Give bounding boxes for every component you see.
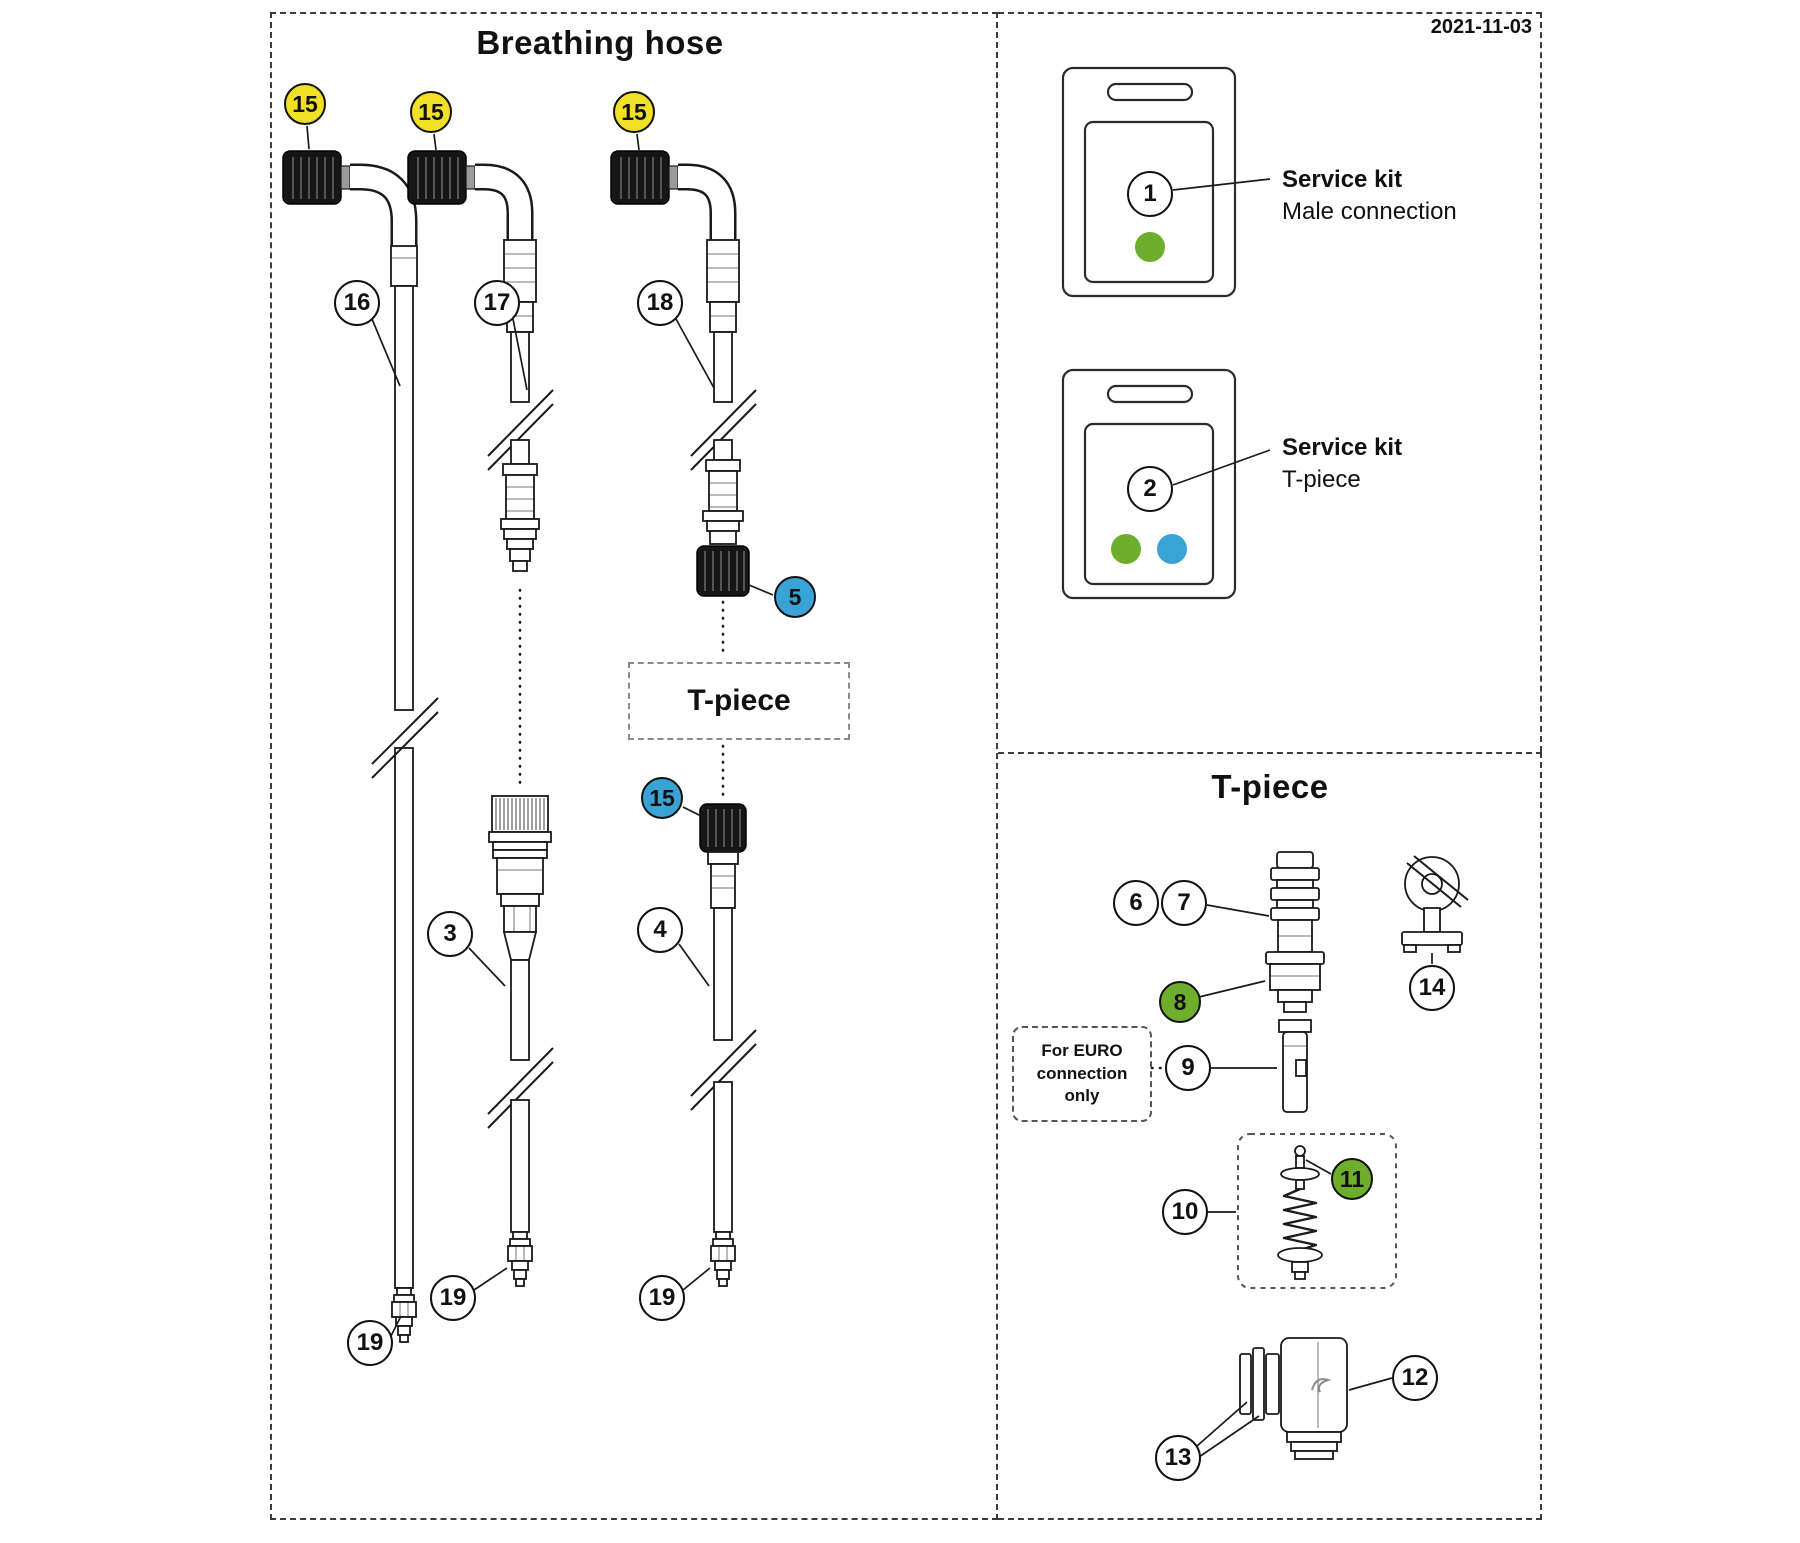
tpiece-plug-illustration bbox=[1265, 851, 1325, 1013]
service-kit2-title: Service kit bbox=[1282, 434, 1403, 461]
hose1-illustration bbox=[282, 150, 439, 1343]
callout-part4-nut: 15 bbox=[641, 777, 683, 819]
callout-tpiece-nut: 5 bbox=[774, 576, 816, 618]
service-kit-panel bbox=[998, 12, 1542, 752]
callout-part4-end: 19 bbox=[639, 1275, 685, 1321]
callout-valve: 11 bbox=[1331, 1158, 1373, 1200]
callout-hose3: 18 bbox=[637, 280, 683, 326]
tpiece-panel-title: T-piece bbox=[1211, 768, 1329, 805]
part3-illustration bbox=[487, 795, 554, 1287]
hose3-illustration bbox=[610, 150, 757, 597]
elbow-illustration bbox=[1239, 1337, 1348, 1460]
callout-kit2: 2 bbox=[1127, 466, 1173, 512]
dotted-connectors bbox=[518, 588, 1164, 1070]
callout-part3-end: 19 bbox=[430, 1275, 476, 1321]
part4-illustration bbox=[690, 803, 757, 1287]
callout-hose1-connector: 15 bbox=[284, 83, 326, 125]
callout-hose1: 16 bbox=[334, 280, 380, 326]
kit1-green-dot bbox=[1135, 232, 1165, 262]
euro-note-box: For EURO connection only bbox=[1012, 1026, 1152, 1122]
tpiece-connector-box: T-piece bbox=[628, 662, 850, 740]
service-kit2-label: Service kit T-piece bbox=[1282, 432, 1402, 497]
euro-note-text: For EURO connection only bbox=[1036, 1040, 1128, 1106]
service-kit1-title: Service kit bbox=[1282, 166, 1403, 193]
callout-clip: 14 bbox=[1409, 965, 1455, 1011]
leader-lines bbox=[306, 125, 1433, 1458]
callout-plug-b: 7 bbox=[1161, 880, 1207, 926]
tpiece-panel bbox=[998, 752, 1542, 1520]
euro-insert-illustration bbox=[1278, 1019, 1312, 1113]
callout-hose3-connector: 15 bbox=[613, 91, 655, 133]
tpiece-connector-label: T-piece bbox=[687, 684, 791, 717]
callout-hose1-end: 19 bbox=[347, 1320, 393, 1366]
service-kit1-label: Service kit Male connection bbox=[1282, 164, 1457, 229]
revision-date: 2021-11-03 bbox=[1430, 16, 1532, 38]
breathing-hose-title: Breathing hose bbox=[476, 24, 724, 61]
callout-kit1: 1 bbox=[1127, 171, 1173, 217]
callout-part3: 3 bbox=[427, 911, 473, 957]
callout-plug-a: 6 bbox=[1113, 880, 1159, 926]
service-kit1-subtitle: Male connection bbox=[1282, 198, 1457, 226]
breathing-hose-panel bbox=[270, 12, 998, 1520]
kit2-blue-dot bbox=[1157, 534, 1187, 564]
callout-euro-insert: 9 bbox=[1165, 1045, 1211, 1091]
valve-assembly-illustration bbox=[1237, 1133, 1397, 1289]
callout-hose2: 17 bbox=[474, 280, 520, 326]
service-kit2-subtitle: T-piece bbox=[1282, 466, 1361, 494]
hose2-illustration bbox=[407, 150, 554, 572]
kit2-green-dot bbox=[1111, 534, 1141, 564]
clip-illustration bbox=[1401, 855, 1469, 953]
callout-part4: 4 bbox=[637, 907, 683, 953]
callout-plug-collar: 8 bbox=[1159, 981, 1201, 1023]
callout-hose2-connector: 15 bbox=[410, 91, 452, 133]
callout-elbow: 12 bbox=[1392, 1355, 1438, 1401]
callout-valve-kit: 10 bbox=[1162, 1189, 1208, 1235]
callout-elbow-rings: 13 bbox=[1155, 1435, 1201, 1481]
